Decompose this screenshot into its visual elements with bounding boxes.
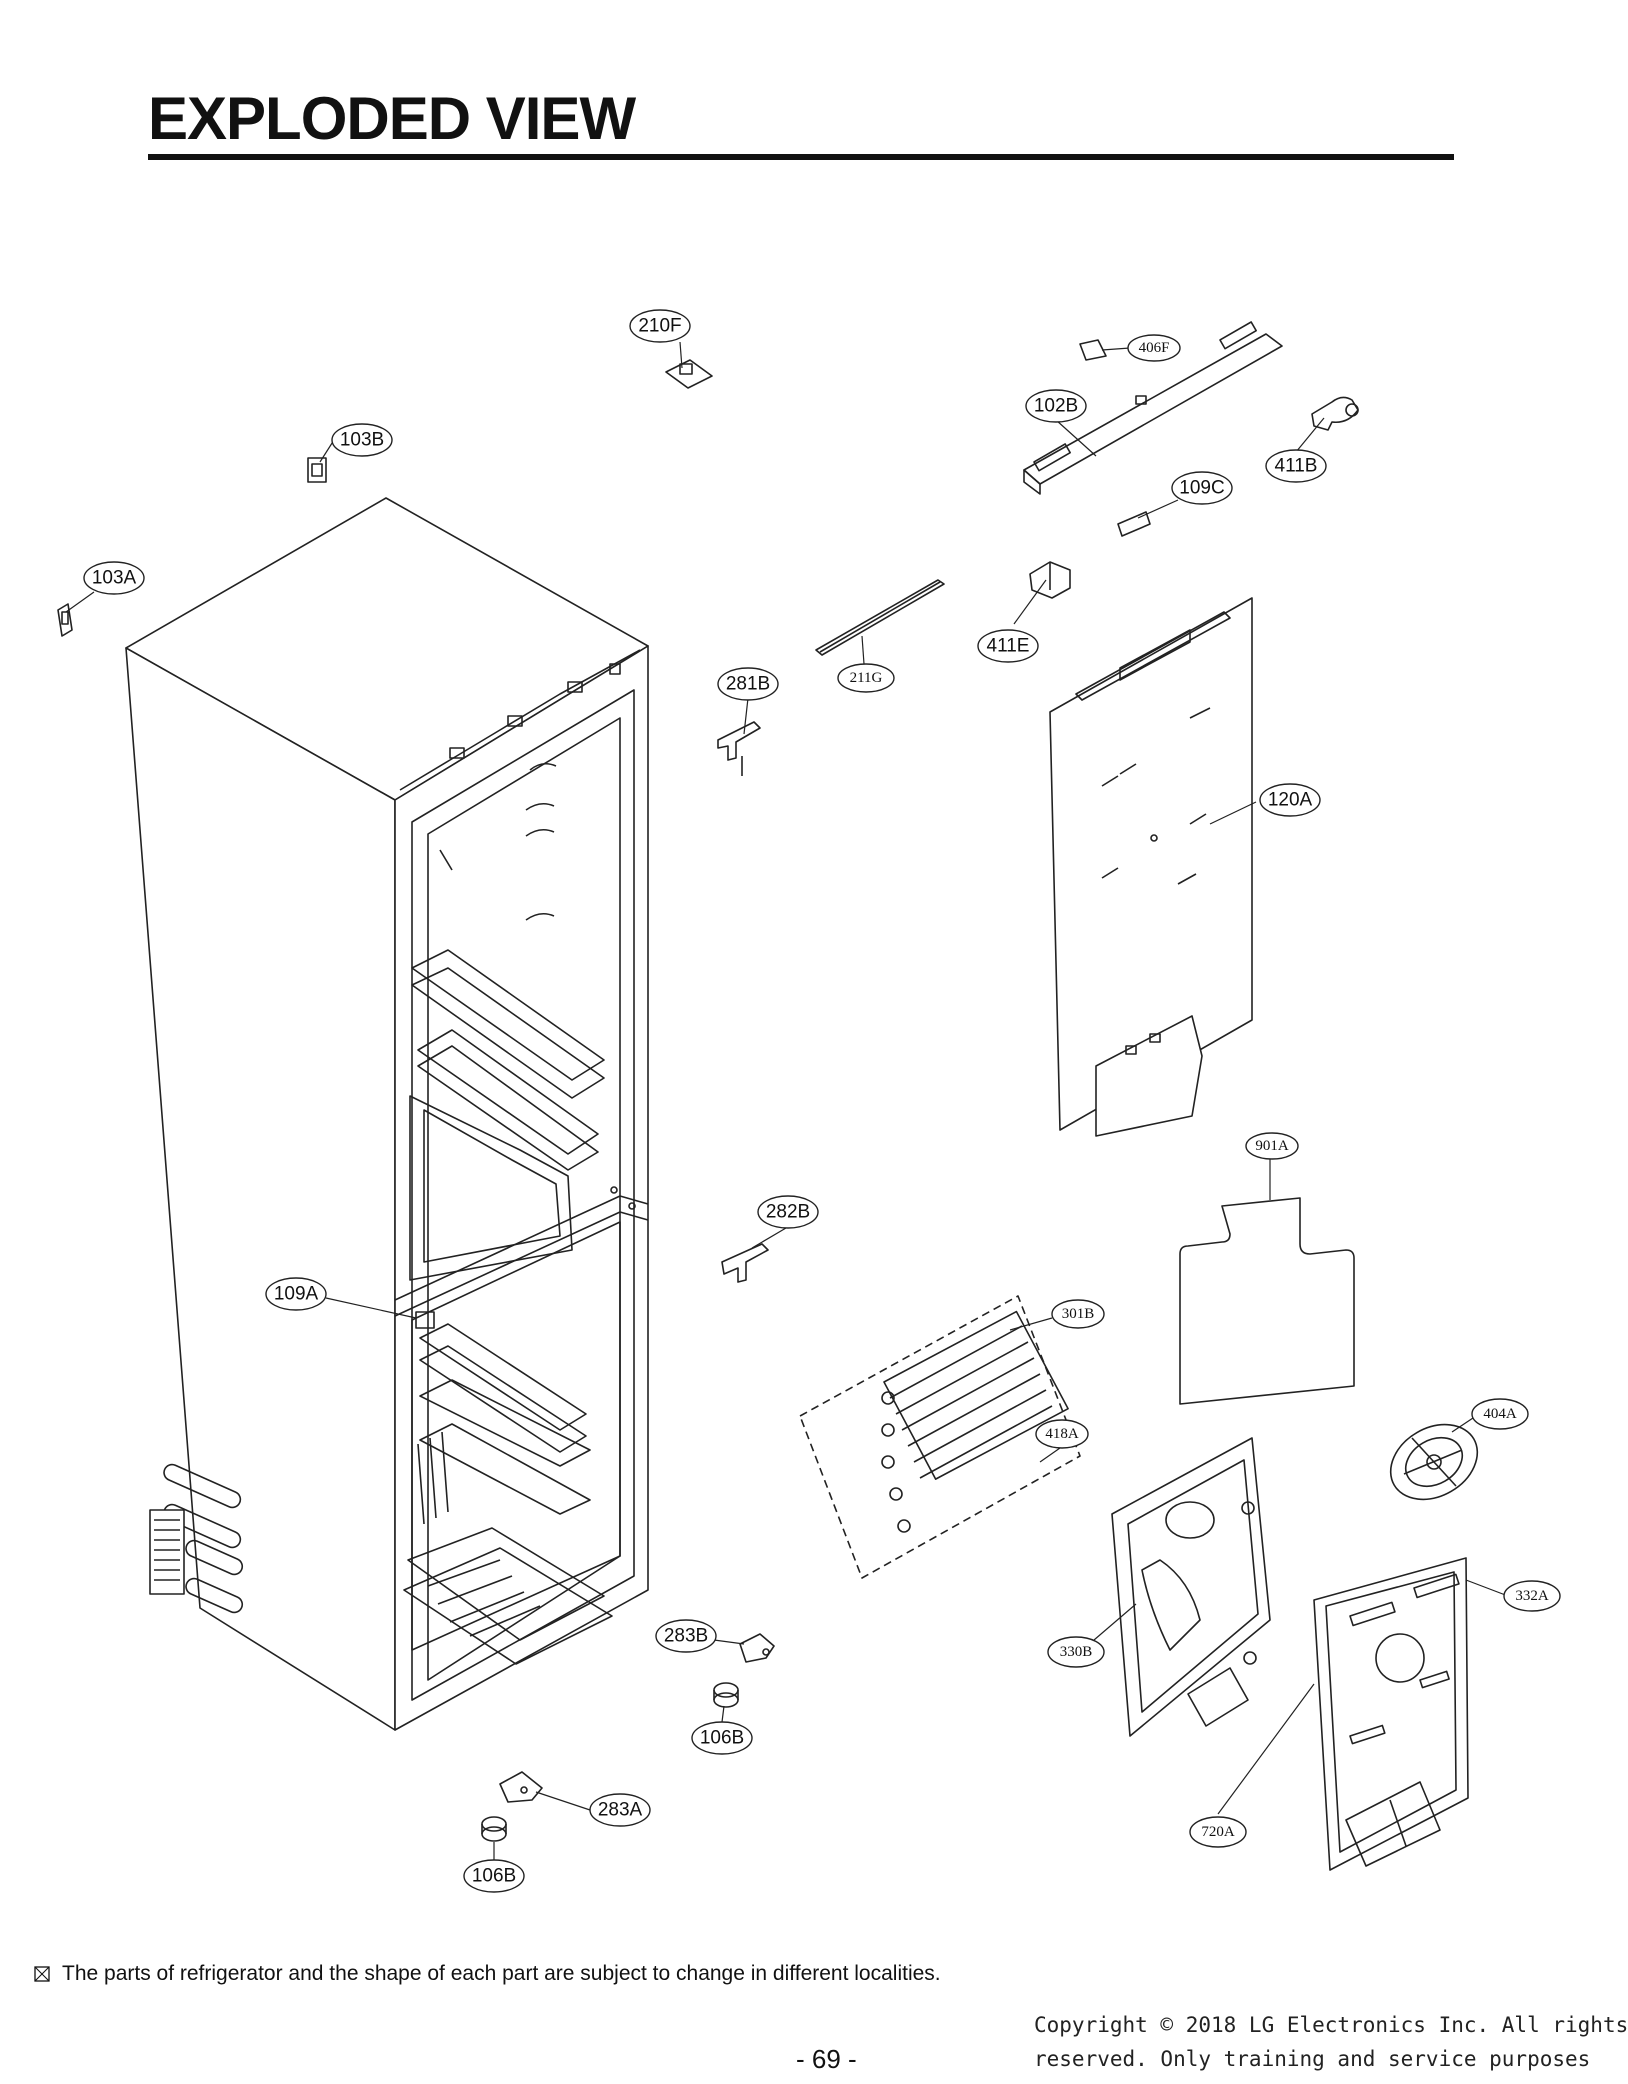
note-box-icon <box>34 1966 50 1982</box>
callout-330B: 330B <box>1060 1644 1093 1660</box>
callout-404A: 404A <box>1483 1406 1517 1422</box>
callout-210F: 210F <box>638 316 681 337</box>
callout-281B: 281B <box>726 674 770 695</box>
part-283B-shape <box>739 1633 775 1663</box>
callout-901A: 901A <box>1255 1138 1289 1154</box>
part-109C-shape <box>1117 511 1151 537</box>
callout-bubbles <box>83 309 1561 1893</box>
part-102B-shape <box>1023 321 1283 495</box>
part-404A-shape <box>1389 1423 1479 1501</box>
refrigerator-cabinet <box>125 497 649 1731</box>
callout-406F: 406F <box>1139 340 1170 356</box>
callout-106B-lower: 106B <box>472 1866 516 1887</box>
part-283A-shape <box>499 1771 543 1803</box>
leader-lines <box>65 341 1509 1862</box>
callout-103B: 103B <box>340 430 384 451</box>
part-301B-shape <box>799 1295 1081 1579</box>
callout-102B: 102B <box>1034 396 1078 417</box>
part-330B-shape <box>1111 1437 1271 1737</box>
callout-109C: 109C <box>1179 478 1224 499</box>
part-281B-shape <box>717 721 761 776</box>
footnote-text: The parts of refrigerator and the shape … <box>62 1962 941 1985</box>
part-106B-shape-upper <box>713 1682 739 1708</box>
copyright-line-1: Copyright © 2018 LG Electronics Inc. All… <box>1034 2013 1628 2037</box>
callout-283A: 283A <box>598 1800 643 1821</box>
part-282B-shape <box>721 1243 769 1283</box>
footnote: The parts of refrigerator and the shape … <box>34 1962 941 1986</box>
callout-282B: 282B <box>766 1202 810 1223</box>
title-rule <box>148 154 1454 160</box>
part-332A-shape <box>1313 1557 1469 1871</box>
callout-labels: 210F 406F 102B 411B 103B 109C 103A 411E … <box>92 316 1549 1887</box>
part-901A-shape <box>1179 1197 1355 1405</box>
callout-411B: 411B <box>1275 456 1318 477</box>
callout-106B-upper: 106B <box>700 1728 744 1749</box>
callout-211G: 211G <box>850 670 883 686</box>
callout-411E: 411E <box>987 636 1030 657</box>
callout-120A: 120A <box>1268 790 1313 811</box>
part-406F-shape <box>1079 339 1107 361</box>
part-106B-shape-lower <box>481 1816 507 1842</box>
callout-418A: 418A <box>1045 1426 1079 1442</box>
callout-720A: 720A <box>1201 1824 1235 1840</box>
part-210F-shape <box>665 359 713 389</box>
callout-103A: 103A <box>92 568 137 589</box>
page-number: - 69 - <box>796 2044 857 2074</box>
callout-301B: 301B <box>1062 1306 1095 1322</box>
copyright-line-2: reserved. Only training and service purp… <box>1034 2047 1591 2071</box>
part-120A-shape <box>1049 597 1253 1137</box>
callout-283B: 283B <box>664 1626 708 1647</box>
part-103A-shape <box>57 603 73 637</box>
callout-109A: 109A <box>274 1284 319 1305</box>
page-title: EXPLODED VIEW <box>148 85 636 152</box>
part-411E-shape <box>1029 561 1071 599</box>
part-411B-shape <box>1311 396 1359 431</box>
callout-332A: 332A <box>1515 1588 1549 1604</box>
part-103B-shape <box>307 457 327 483</box>
copyright-notice: Copyright © 2018 LG Electronics Inc. All… <box>1034 2008 1628 2076</box>
part-211G-shape <box>815 579 945 656</box>
